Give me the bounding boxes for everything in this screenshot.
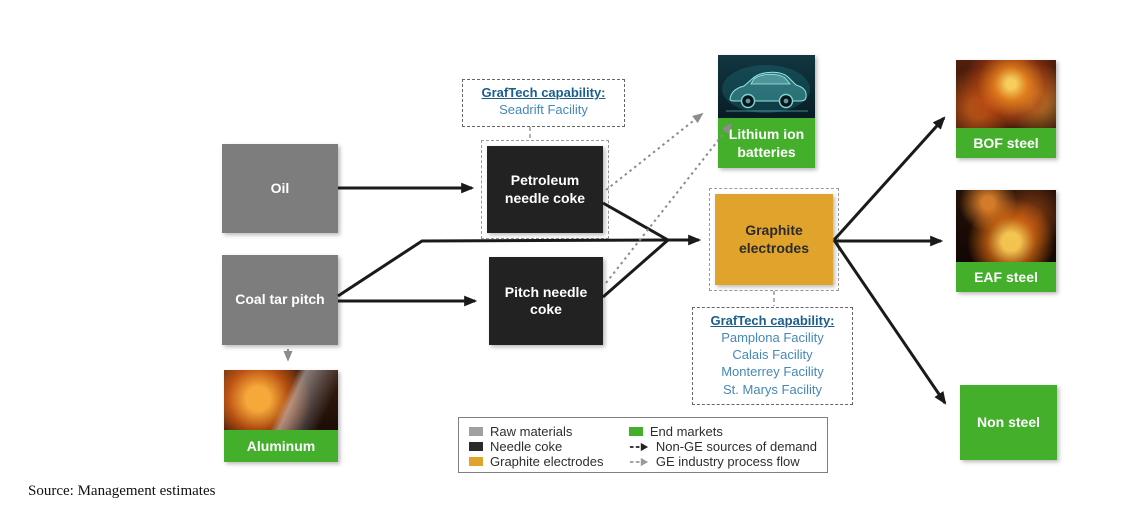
facility-st-marys: St. Marys Facility (723, 381, 822, 397)
legend-non-ge-label: Non-GE sources of demand (655, 439, 817, 454)
end-market-bof: BOF steel (956, 60, 1056, 158)
legend-item-ge-flow: GE industry process flow (629, 454, 817, 469)
end-market-bof-label: BOF steel (956, 128, 1056, 158)
node-coal-tar-pitch: Coal tar pitch (222, 255, 338, 345)
line-petroleum-to-junction (602, 201, 669, 242)
arrow-graphite-to-bof (832, 116, 946, 242)
facility-seadrift: Seadrift Facility (499, 102, 588, 118)
node-coal-tar-pitch-label: Coal tar pitch (235, 291, 325, 308)
end-market-eaf: EAF steel (956, 190, 1056, 292)
facility-calais: Calais Facility (732, 347, 813, 363)
line-pitch-to-junction (602, 238, 669, 299)
legend-ge-flow-label: GE industry process flow (655, 454, 800, 469)
legend-needle-coke-label: Needle coke (490, 439, 563, 454)
node-graphite-electrodes-label: Graphite electrodes (738, 222, 810, 256)
capability-seadrift-title: GrafTech capability: (481, 85, 606, 100)
end-market-non-steel: Non steel (960, 385, 1057, 460)
end-market-aluminum: Aluminum (224, 370, 338, 462)
source-note: Source: Management estimates (28, 483, 216, 499)
node-pitch-needle-coke-label: Pitch needle coke (504, 283, 588, 318)
end-market-aluminum-label: Aluminum (224, 430, 338, 462)
end-markets-swatch-icon (628, 427, 643, 436)
capability-box-electrodes: GrafTech capability: Pamplona Facility C… (692, 307, 853, 405)
end-market-lithium: Lithium ion batteries (718, 55, 815, 168)
capability-box-seadrift: GrafTech capability: Seadrift Facility (462, 79, 625, 127)
legend-column-arrows: End markets Non-GE sources of demand GE … (628, 424, 817, 469)
aluminum-furnace-image (224, 370, 338, 430)
node-oil: Oil (222, 144, 338, 233)
eaf-furnace-image (956, 190, 1056, 262)
node-petroleum-needle-coke: Petroleum needle coke (487, 146, 603, 233)
facility-monterrey: Monterrey Facility (721, 364, 824, 380)
capability-electrodes-title: GrafTech capability: (710, 313, 835, 328)
legend-raw-materials-label: Raw materials (490, 424, 573, 439)
end-market-eaf-label: EAF steel (956, 262, 1056, 292)
node-oil-label: Oil (270, 179, 290, 196)
end-market-lithium-label: Lithium ion batteries (718, 118, 815, 168)
lithium-car-image (718, 55, 815, 118)
facility-pamplona: Pamplona Facility (721, 330, 824, 346)
graphite-electrodes-swatch-icon (469, 457, 483, 466)
legend-item-needle-coke: Needle coke (469, 439, 615, 454)
legend-column-boxes: Raw materials Needle coke Graphite elect… (469, 424, 615, 469)
bof-furnace-image (956, 60, 1056, 128)
legend-graphite-electrodes-label: Graphite electrodes (490, 454, 604, 469)
raw-materials-swatch-icon (469, 427, 483, 436)
end-market-non-steel-label: Non steel (976, 413, 1040, 430)
legend-item-raw-materials: Raw materials (469, 424, 615, 439)
node-graphite-electrodes: Graphite electrodes (715, 194, 833, 285)
non-ge-arrow-icon (629, 442, 648, 451)
ge-flow-arrow-icon (629, 457, 648, 466)
legend-item-graphite-electrodes: Graphite electrodes (469, 454, 615, 469)
legend: Raw materials Needle coke Graphite elect… (458, 417, 828, 473)
needle-coke-swatch-icon (469, 442, 483, 451)
node-petroleum-needle-coke-label: Petroleum needle coke (504, 172, 586, 206)
node-pitch-needle-coke: Pitch needle coke (489, 257, 603, 345)
legend-item-non-ge: Non-GE sources of demand (629, 439, 817, 454)
legend-end-markets-label: End markets (649, 424, 723, 439)
legend-item-end-markets: End markets (628, 424, 817, 439)
